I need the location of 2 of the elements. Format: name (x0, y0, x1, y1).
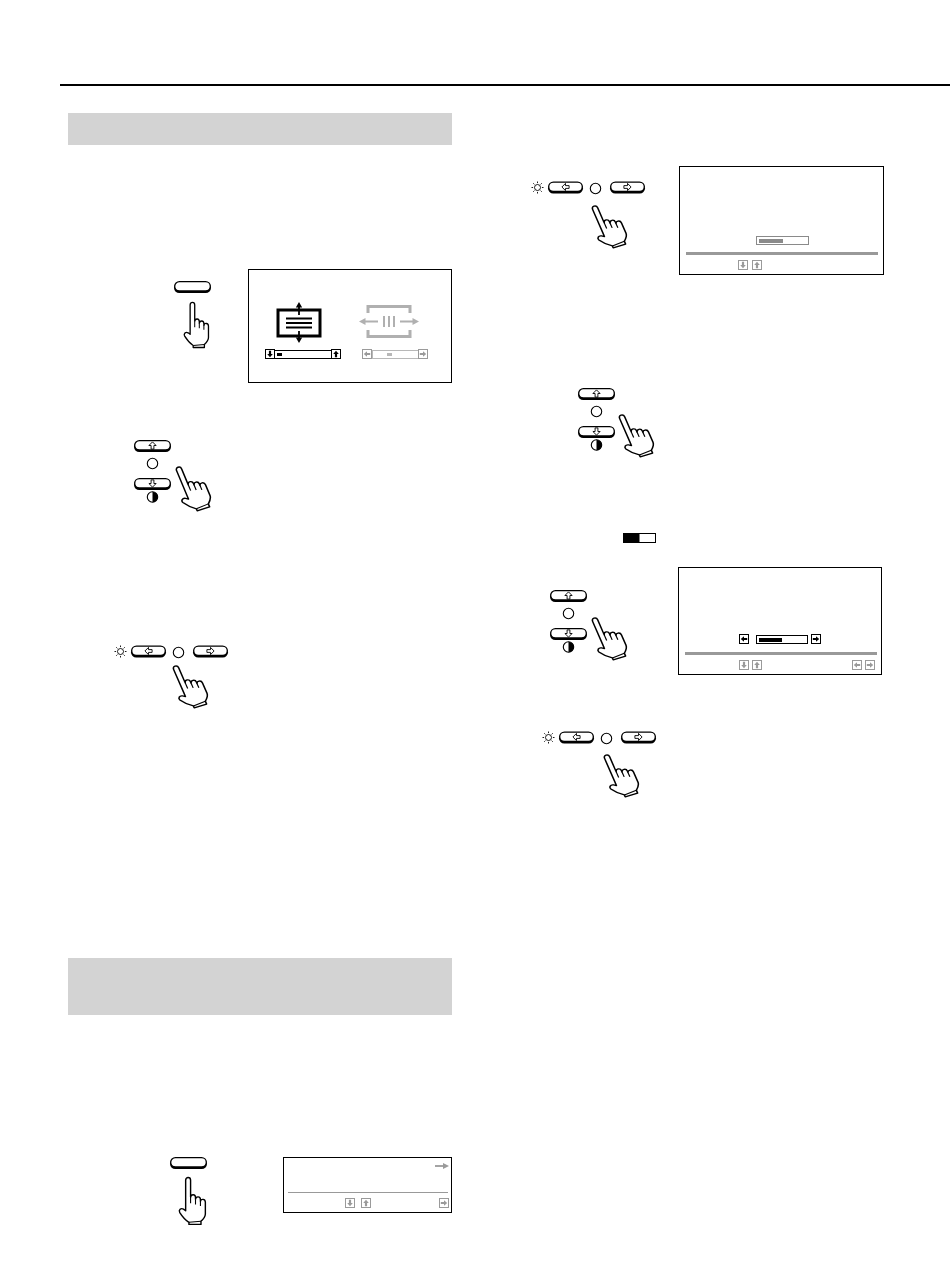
section-heading-bar (68, 113, 452, 145)
section-heading-bar (68, 958, 452, 1015)
